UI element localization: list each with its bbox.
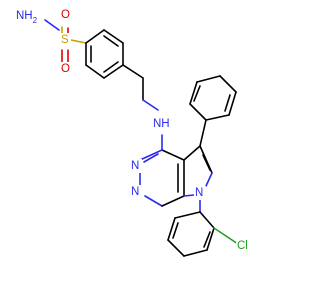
atom-labels: NH2 S O O NH N N N Cl [14,8,254,254]
atom-o-top: O [61,9,70,21]
atom-nh2-subscript: 2 [33,16,38,25]
atom-n-ring-bottom: N [131,186,139,198]
atom-cl: Cl [237,240,248,252]
atom-n-ring-top: N [131,160,139,172]
atom-o-bottom: O [61,63,70,75]
molecule-structure: NH2 S O O NH N N N Cl [14,8,254,257]
atom-s: S [61,34,69,46]
bond-lines [44,19,239,257]
atom-nh2: NH2 [16,10,38,25]
atom-n-pyrrole: N [195,187,203,199]
atom-nh: NH [153,118,170,130]
